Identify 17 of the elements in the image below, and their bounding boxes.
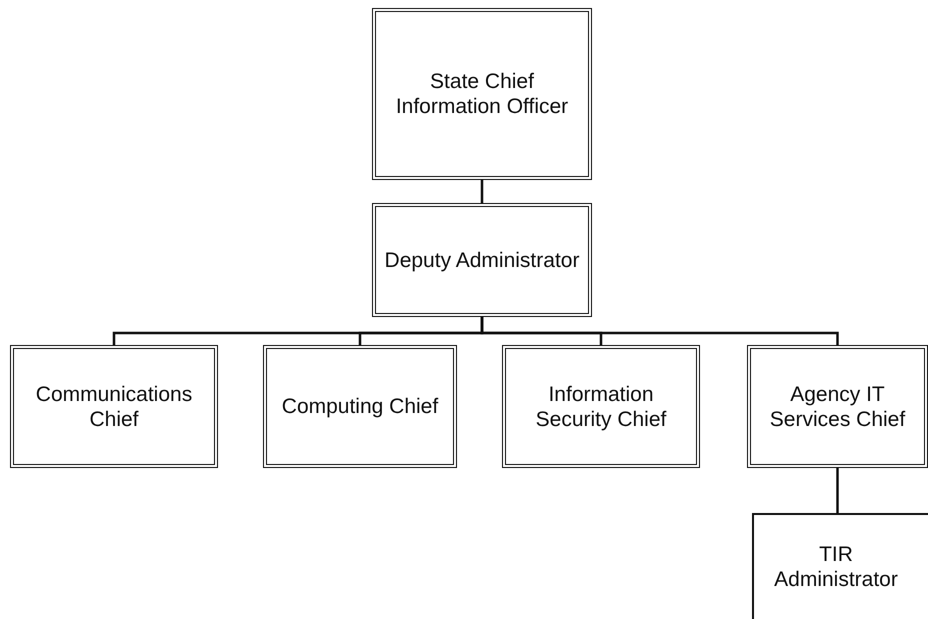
position-box — [372, 203, 592, 317]
connector-line — [480, 180, 484, 203]
position-box — [502, 345, 700, 468]
position-title: Information Security Chief — [534, 382, 668, 432]
position-title: TIR Administrator — [773, 542, 899, 592]
position-title: Computing Chief — [280, 394, 440, 419]
position-title: Deputy Administrator — [384, 248, 580, 272]
position-box — [263, 345, 457, 468]
position-box — [372, 8, 592, 180]
connector-line — [836, 468, 839, 513]
connector-line — [480, 317, 839, 345]
position-title: State Chief Information Officer — [394, 69, 570, 119]
position-box — [747, 345, 928, 468]
position-box — [10, 345, 218, 468]
position-title: Communications Chief — [34, 382, 194, 432]
position-box — [752, 513, 928, 619]
position-title: Agency IT Services Chief — [768, 382, 906, 432]
